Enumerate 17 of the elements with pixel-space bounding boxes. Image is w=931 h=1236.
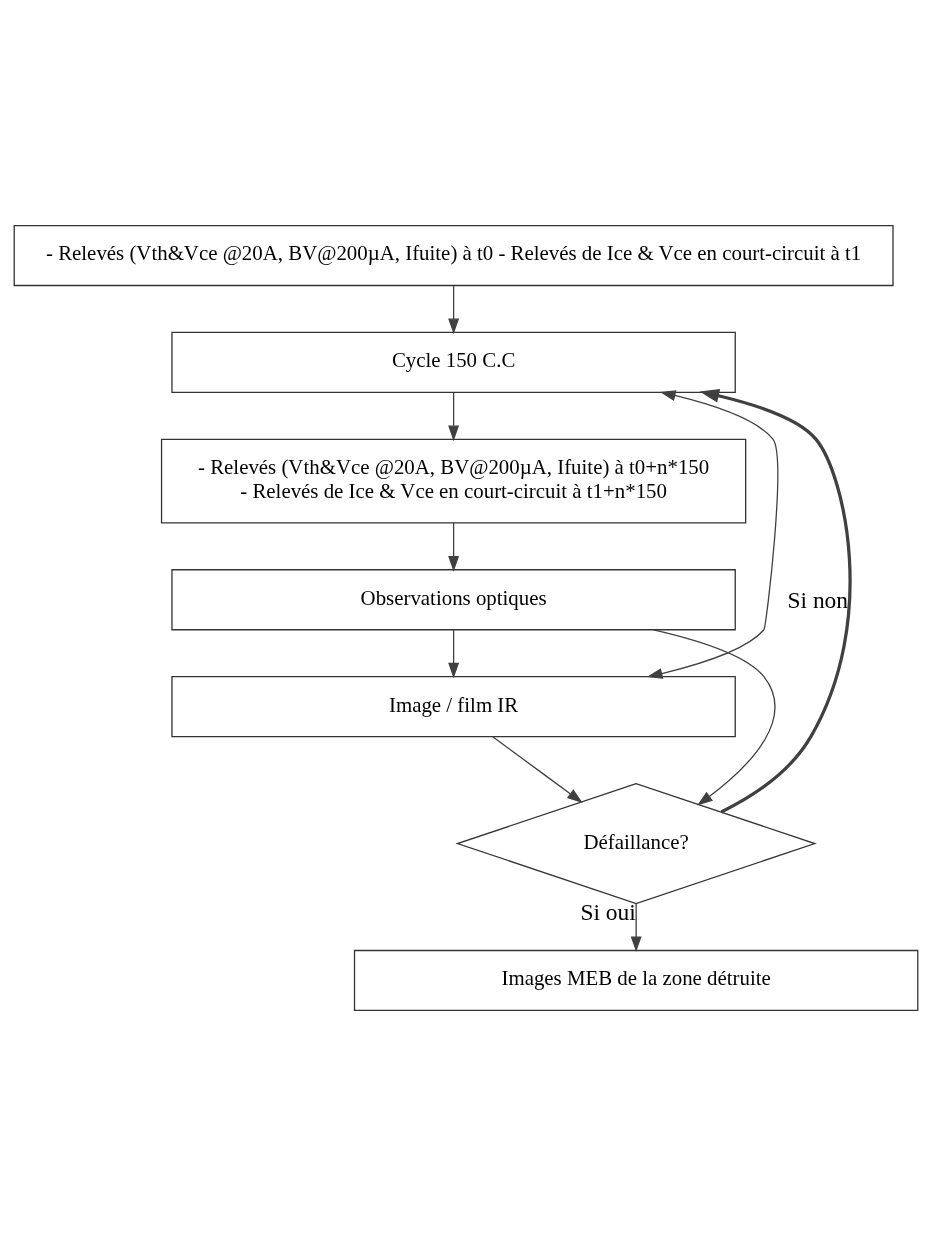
node-diamond: Défaillance? <box>454 782 817 905</box>
node-box: Cycle 150 C.C <box>170 331 736 394</box>
node-box: - Relevés (Vth&Vce @20A, BV@200µA, Ifuite) à t0+n*150 - Relevés de Ice & Vce en court-circuit à t1+n*150 <box>160 438 746 524</box>
node-box: Image / film IR <box>170 676 736 738</box>
node-box: Observations optiques <box>170 569 736 631</box>
node-box: - Relevés (Vth&Vce @20A, BV@200µA, Ifuite) à t0 - Relevés de Ice & Vce en court-circuit à t1 <box>13 224 894 287</box>
arrow <box>447 629 459 679</box>
node-box: Images MEB de la zone détruite <box>353 949 918 1012</box>
edge-label: Si non <box>786 587 848 614</box>
arrow <box>652 629 776 806</box>
arrow <box>447 522 459 572</box>
arrow <box>491 736 583 803</box>
arrow <box>447 391 459 442</box>
arrow <box>447 285 459 335</box>
arrow <box>646 390 778 679</box>
arrow <box>699 389 852 814</box>
arrow <box>630 903 642 953</box>
